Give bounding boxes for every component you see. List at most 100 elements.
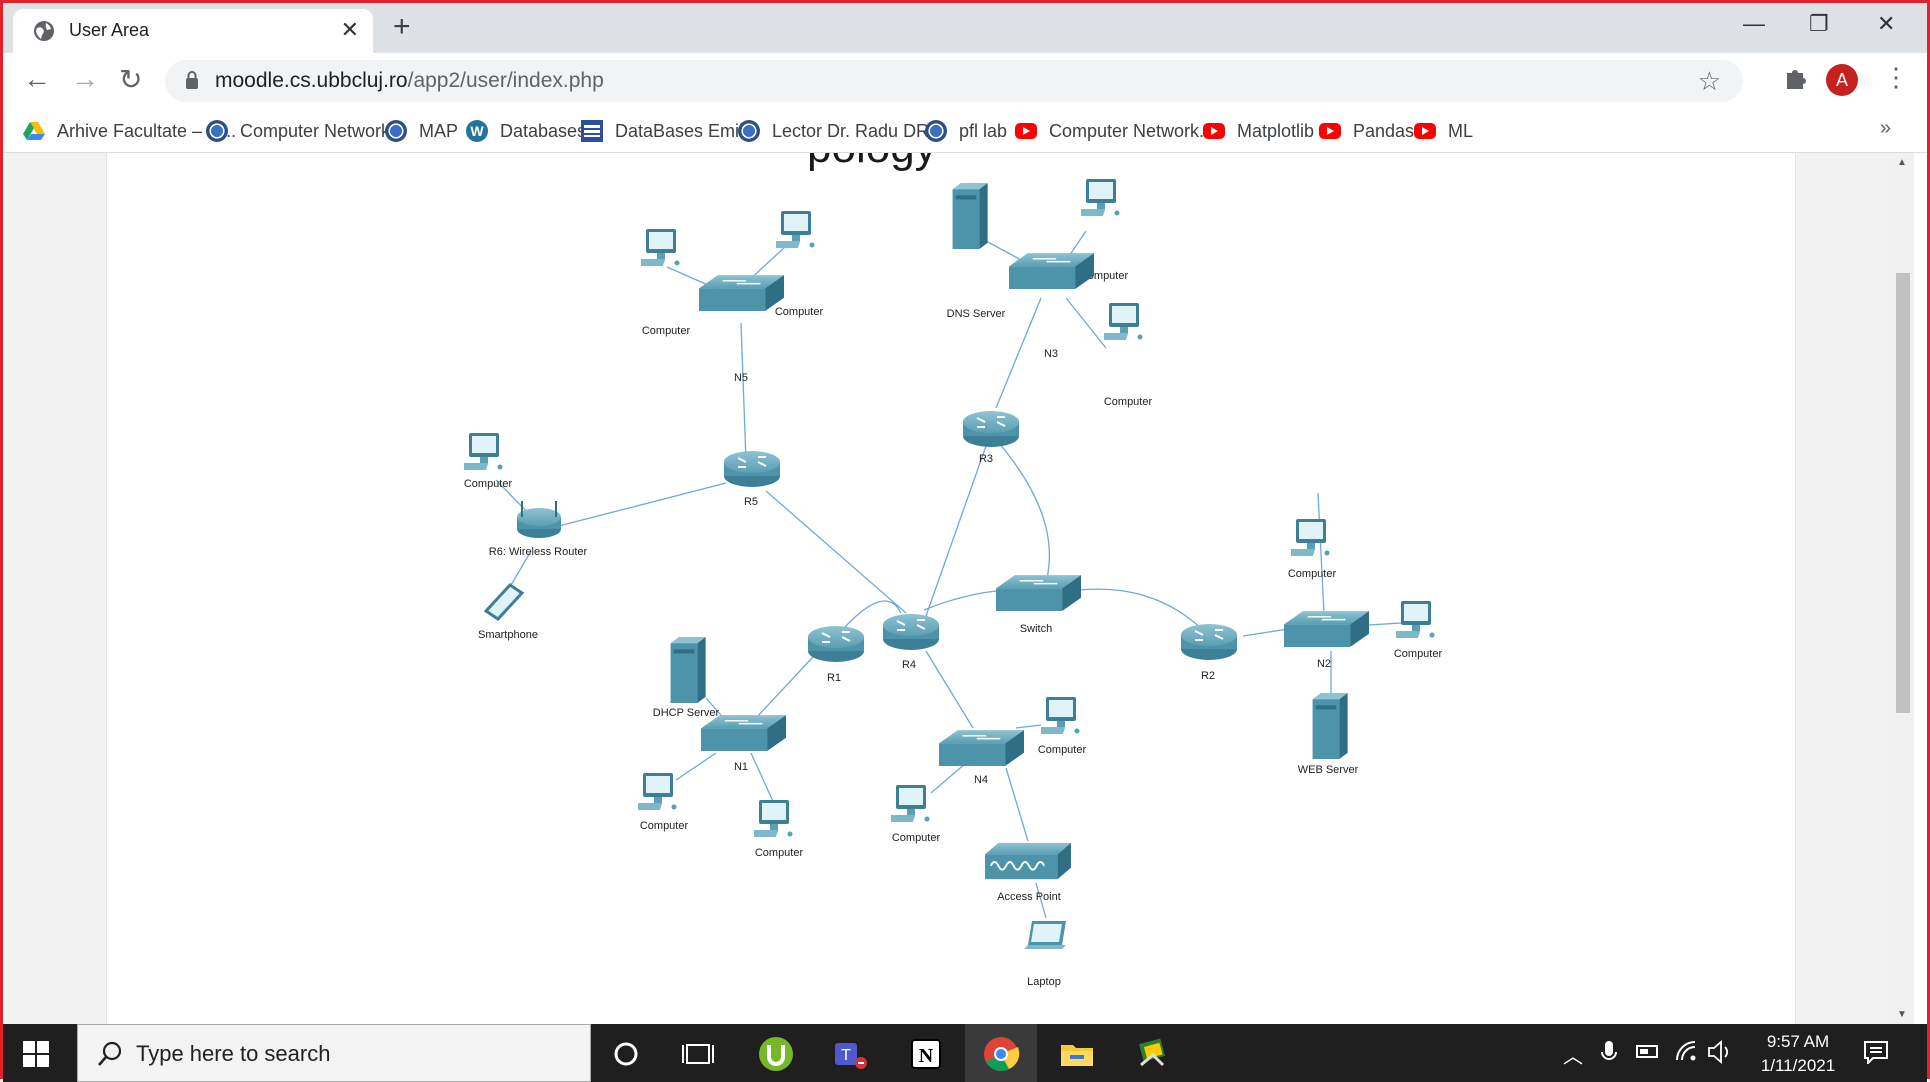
bookmark-label: pfl lab [959,120,1008,141]
device-smartphone[interactable]: Smartphone [478,583,538,641]
packet-tracer-icon[interactable] [1133,1035,1171,1073]
youtube-icon [1414,123,1436,139]
teams-icon[interactable]: T [831,1035,869,1073]
profile-avatar[interactable]: A [1826,64,1858,96]
bookmark-label: DataBases Emilia [615,120,758,141]
device-pc-n1-a[interactable]: Computer [630,773,689,832]
device-laptop[interactable]: Laptop [1024,921,1066,988]
scroll-up-icon[interactable]: ▲ [1897,157,1907,168]
device-router-r2[interactable]: R2 [1180,623,1238,682]
device-router-r3[interactable]: R3 [962,410,1020,465]
back-icon[interactable]: ← [23,63,51,94]
scrollbar-thumb[interactable] [1896,273,1910,713]
svg-text:T: T [841,1047,851,1064]
taskbar-search-box[interactable]: Type here to search [77,1024,591,1082]
device-dns-server[interactable]: DNS Server [947,183,1006,320]
device-access-point[interactable]: Access Point [984,841,1072,903]
device-pc-r6[interactable]: Computer [456,433,513,490]
url-text[interactable]: moodle.cs.ubbcluj.ro/app2/user/index.php [215,69,604,93]
address-bar[interactable]: moodle.cs.ubbcluj.ro/app2/user/index.php… [165,60,1743,102]
device-pc-n3-b[interactable]: Computer [1096,303,1153,408]
tab-user-area[interactable]: User Area ✕ [13,9,373,53]
device-switch-n3[interactable]: N3 [1009,252,1094,360]
device-pc-n4-b[interactable]: Computer [883,785,941,844]
forward-icon[interactable]: → [71,63,99,94]
scroll-down-icon[interactable]: ▼ [1897,1009,1907,1020]
microphone-icon[interactable] [1601,1040,1617,1066]
node-label: N4 [974,774,988,786]
notion-icon[interactable]: N [907,1035,945,1073]
device-switch-n2[interactable]: N2 [1284,610,1369,670]
bookmark-pfl-lab[interactable]: pfl lab [925,117,1007,145]
device-router-r5[interactable]: R5 [723,450,781,508]
tray-overflow-chevron-icon[interactable]: ︿ [1563,1046,1583,1068]
page-viewport: pology [6,153,1914,1024]
device-dhcp-server[interactable]: DHCP Server [653,637,720,719]
node-label: DNS Server [947,308,1006,320]
node-label: Computer [640,820,689,832]
cortana-icon[interactable] [607,1035,645,1073]
device-switch-n1[interactable]: N1 [701,714,786,773]
device-pc-n2-a[interactable]: Computer [1283,519,1337,580]
volume-icon[interactable] [1707,1040,1733,1064]
device-web-server[interactable]: WEB Server [1298,693,1359,776]
minimize-icon[interactable]: — [1743,11,1765,36]
globe-icon [34,21,54,41]
bookmark-computer-networks[interactable]: Computer Networks [206,117,399,145]
moodle-globe-icon [738,120,760,142]
utorrent-icon[interactable] [757,1035,795,1073]
restore-icon[interactable]: ❐ [1809,11,1829,36]
bookmarks-overflow-icon[interactable]: » [1879,117,1891,139]
notifications-icon[interactable] [1863,1040,1889,1064]
taskbar-clock[interactable]: 9:57 AM 1/11/2021 [1743,1030,1853,1078]
node-label: R1 [827,672,841,684]
device-wireless-router-r6[interactable]: R6: Wireless Router [489,501,588,558]
svg-text:N: N [919,1045,934,1067]
windows-taskbar: Type here to search T N ︿ 9:57 AM 1/11/2… [3,1024,1927,1082]
bookmark-matplotlib[interactable]: Matplotlib [1203,117,1314,145]
device-router-r4[interactable]: R4 [882,613,940,671]
device-pc-n1-b[interactable]: Computer [746,800,804,859]
wordpress-icon: W [466,120,488,142]
close-window-icon[interactable]: ✕ [1877,11,1896,36]
device-pc-n5-a[interactable]: Computer [633,229,691,337]
node-label: Smartphone [478,629,538,641]
new-tab-icon[interactable]: + [393,10,411,43]
bookmark-lector-radu[interactable]: Lector Dr. Radu DR... [738,117,944,145]
tab-close-icon[interactable]: ✕ [340,17,359,42]
kebab-menu-icon[interactable]: ⋮ [1883,62,1909,92]
moodle-globe-icon [385,120,407,142]
clock-date: 1/11/2021 [1760,1056,1836,1075]
file-explorer-icon[interactable] [1058,1035,1096,1073]
device-pc-n5-b[interactable]: Computer [768,211,824,318]
device-pc-n4-a[interactable]: Computer [1033,697,1087,756]
node-label: R4 [902,659,916,671]
bookmark-computer-network-yt[interactable]: Computer Network... [1015,117,1214,145]
windows-start-icon[interactable] [23,1041,49,1067]
content-card: pology [106,153,1796,1024]
bookmark-databases-emilia[interactable]: DataBases Emilia [581,117,757,145]
node-label: R6: Wireless Router [489,546,588,558]
bookmark-map[interactable]: MAP [385,117,458,145]
device-router-r1[interactable]: R1 [807,625,865,684]
device-pc-n2-b[interactable]: Computer [1388,601,1443,660]
device-switch-n4[interactable]: N4 [939,729,1024,786]
bookmarks-bar: Arhive Facultate – G... Computer Network… [3,109,1927,153]
page-scrollbar[interactable]: ▲ ▼ [1892,153,1914,1024]
wifi-icon[interactable] [1675,1040,1699,1062]
bookmark-pandas[interactable]: Pandas [1319,117,1414,145]
device-switch-central[interactable]: Switch [996,574,1081,635]
reload-icon[interactable]: ↻ [119,64,143,95]
battery-icon[interactable] [1635,1040,1661,1062]
bookmark-databases[interactable]: W Databases [466,117,586,145]
node-label: Computer [775,306,824,318]
device-switch-n5[interactable]: N5 [699,274,784,384]
task-view-icon[interactable] [679,1035,717,1073]
node-label: Computer [464,478,513,490]
extensions-puzzle-icon[interactable] [1783,65,1809,91]
bookmark-arhive-facultate[interactable]: Arhive Facultate – G... [23,117,236,145]
lock-icon [186,71,198,89]
chrome-icon[interactable] [982,1035,1020,1073]
bookmark-ml[interactable]: ML [1414,117,1473,145]
bookmark-star-icon[interactable]: ☆ [1697,66,1721,96]
